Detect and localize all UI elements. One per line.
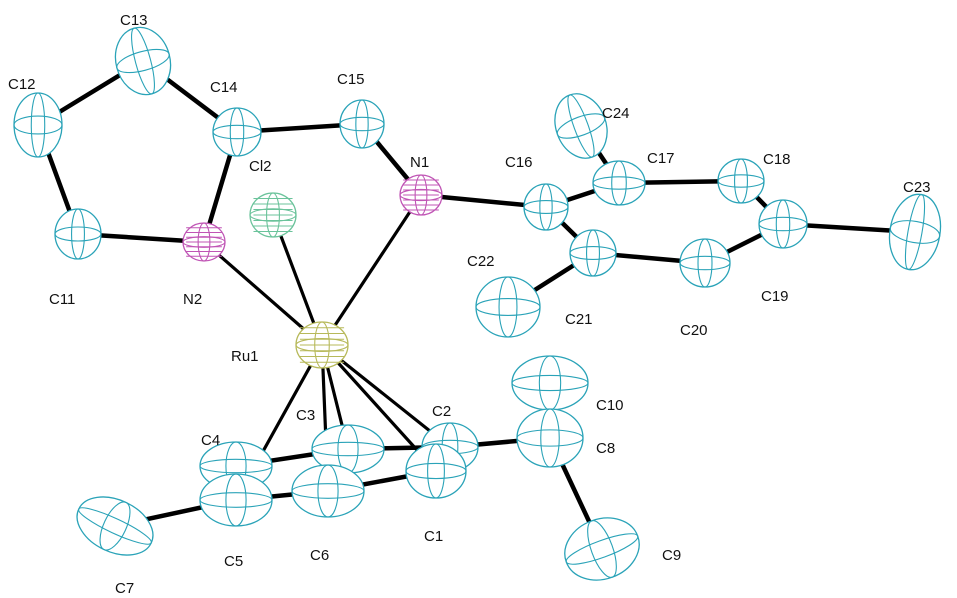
- atom-label-c24: C24: [602, 105, 630, 122]
- atom-label-c17: C17: [647, 150, 675, 167]
- atom-c9-ellipsoid: [564, 517, 640, 581]
- atom-c17-ellipsoid: [592, 160, 646, 206]
- atom-label-c2: C2: [432, 403, 451, 420]
- atom-c10-ellipsoid: [511, 355, 589, 411]
- atom-label-c21: C21: [565, 311, 593, 328]
- atom-label-c8: C8: [596, 440, 615, 457]
- atom-label-ru1: Ru1: [231, 348, 259, 365]
- atom-label-n1: N1: [410, 154, 429, 171]
- atom-label-c9: C9: [662, 547, 681, 564]
- atom-label-c15: C15: [337, 71, 365, 88]
- atom-c12-ellipsoid: [13, 92, 63, 158]
- atom-n2-ellipsoid: [182, 222, 226, 262]
- atom-c8-ellipsoid: [516, 408, 584, 468]
- atom-ru1-ellipsoid: [295, 321, 349, 369]
- atom-c5-ellipsoid: [199, 473, 273, 527]
- atom-label-c1: C1: [424, 528, 443, 545]
- atom-c16-ellipsoid: [523, 183, 569, 231]
- atom-c22-ellipsoid: [475, 276, 541, 338]
- atom-label-c4: C4: [201, 432, 220, 449]
- atom-label-c22: C22: [467, 253, 495, 270]
- atom-label-c19: C19: [761, 288, 789, 305]
- atom-label-c10: C10: [596, 397, 624, 414]
- atom-c24-ellipsoid: [554, 93, 608, 159]
- atom-label-c20: C20: [680, 322, 708, 339]
- atom-c20-ellipsoid: [679, 238, 731, 288]
- atoms-layer: [13, 26, 942, 581]
- atom-label-c7: C7: [115, 580, 134, 597]
- atom-c15-ellipsoid: [339, 99, 385, 149]
- atom-label-c12: C12: [8, 76, 36, 93]
- atom-cl2-ellipsoid: [249, 192, 297, 238]
- atom-label-c5: C5: [224, 553, 243, 570]
- atom-n1-ellipsoid: [399, 174, 443, 216]
- atom-c1-ellipsoid: [405, 443, 467, 499]
- atom-c6-ellipsoid: [291, 464, 365, 518]
- atom-label-c3: C3: [296, 407, 315, 424]
- atom-c14-ellipsoid: [212, 107, 262, 157]
- atom-label-c13: C13: [120, 12, 148, 29]
- atom-c11-ellipsoid: [54, 208, 102, 260]
- atom-label-c16: C16: [505, 154, 533, 171]
- atom-label-c6: C6: [310, 547, 329, 564]
- bond-n1-ru1: [320, 193, 423, 347]
- atom-label-c23: C23: [903, 179, 931, 196]
- atom-label-c11: C11: [49, 291, 75, 308]
- atom-c19-ellipsoid: [758, 199, 808, 249]
- atom-label-c18: C18: [763, 151, 791, 168]
- atom-c13-ellipsoid: [114, 26, 172, 96]
- atom-label-n2: N2: [183, 291, 202, 308]
- atom-label-c14: C14: [210, 79, 238, 96]
- atom-c21-ellipsoid: [569, 229, 617, 277]
- atom-c7-ellipsoid: [76, 496, 154, 556]
- atom-c18-ellipsoid: [717, 158, 765, 204]
- atom-label-cl2: Cl2: [249, 158, 272, 175]
- atom-c23-ellipsoid: [888, 193, 942, 271]
